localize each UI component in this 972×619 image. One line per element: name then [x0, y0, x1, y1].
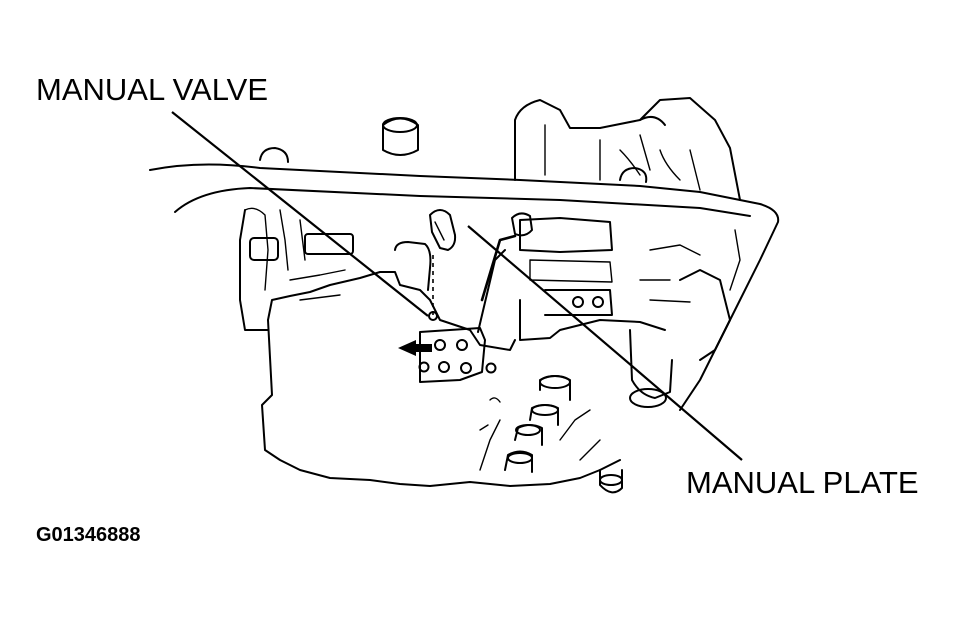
- manual-valve-leader-line: [171, 111, 429, 317]
- spool-bores: [479, 375, 623, 494]
- figure-id-label: G01346888: [36, 524, 141, 546]
- transmission-case: [149, 97, 780, 411]
- manual-valve-label: MANUAL VALVE: [36, 72, 269, 107]
- valve-body: [239, 207, 621, 487]
- case-bosses: [259, 115, 666, 183]
- manual-plate-label: MANUAL PLATE: [686, 465, 919, 500]
- manual-plate-assembly: [398, 209, 533, 383]
- manual-plate-leader-line: [467, 225, 743, 461]
- valve-body-right: [519, 217, 741, 408]
